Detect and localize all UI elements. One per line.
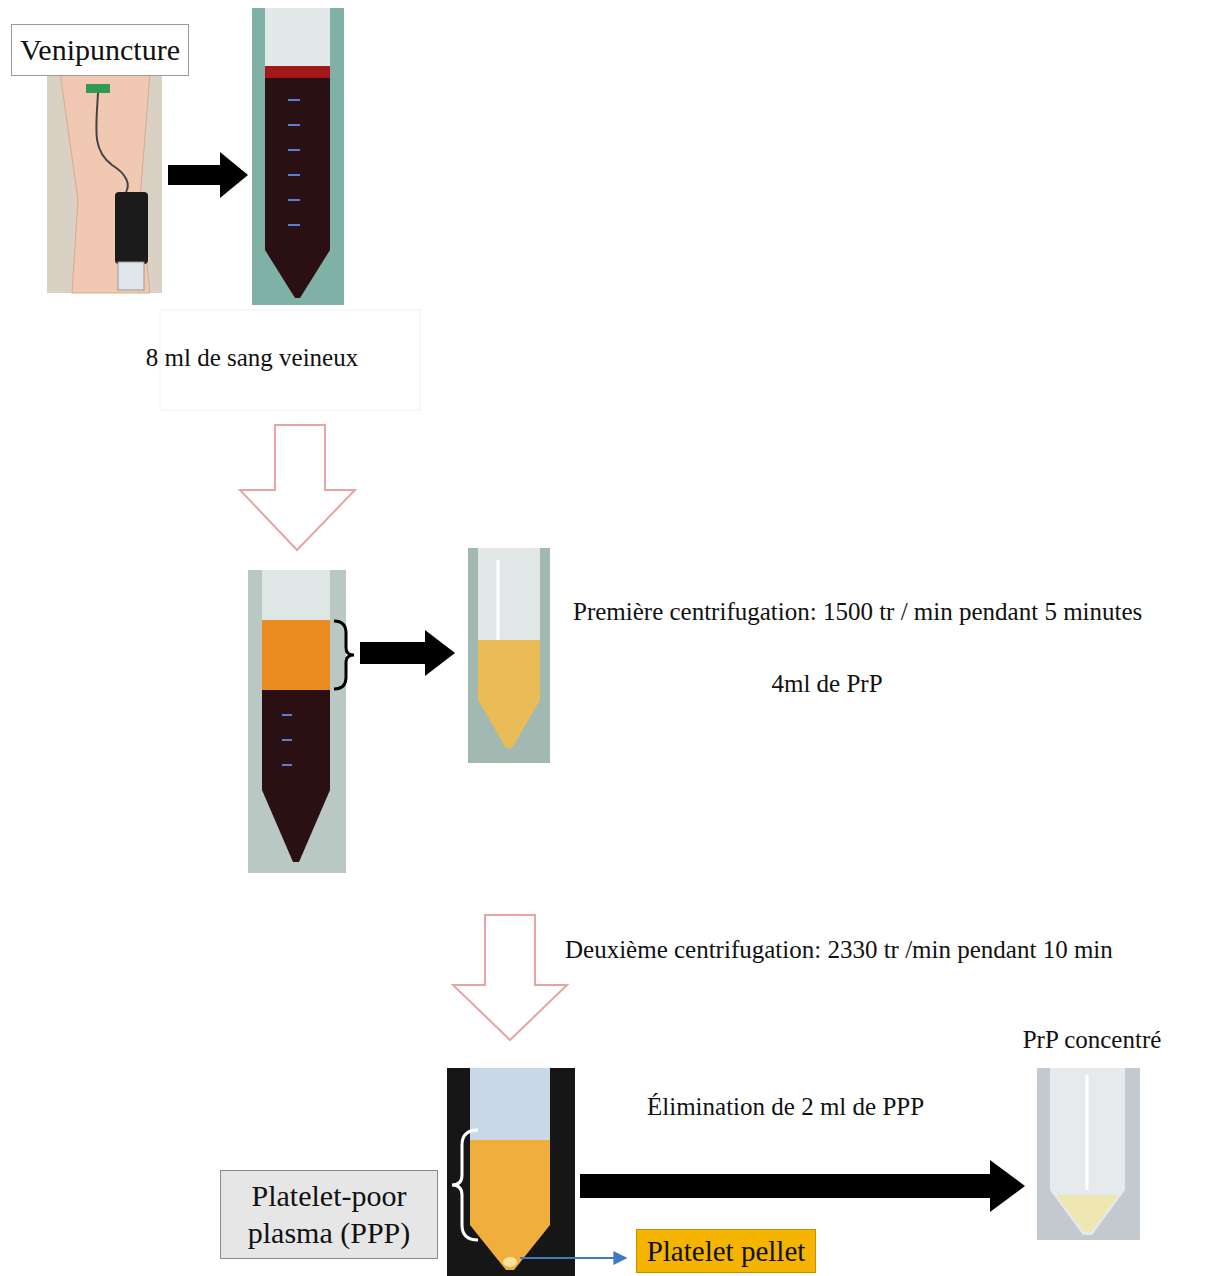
vacutainer	[118, 262, 144, 290]
prp-tube-photo	[468, 548, 550, 763]
graduations	[282, 715, 292, 765]
annotation-text: Élimination de 2 ml de PPP	[647, 1092, 924, 1122]
leader-arrow	[520, 1257, 626, 1259]
annotation-text: 8 ml de sang veineux	[146, 343, 358, 373]
photo-ground	[252, 8, 344, 305]
photo-ground	[468, 548, 550, 763]
step-arrow	[240, 425, 355, 550]
tube-empty	[262, 570, 330, 622]
tube-holder	[115, 192, 148, 264]
annotation-text: PrP concentré	[1023, 1025, 1162, 1055]
pellet	[503, 1257, 517, 1267]
arm	[60, 72, 150, 293]
flow-arrow	[168, 152, 248, 198]
photo-ground	[47, 72, 162, 293]
step-label-box: Venipuncture	[11, 24, 189, 76]
layer-label-box: Platelet-poor plasma (PPP)	[220, 1170, 438, 1259]
node-text: Platelet pellet	[647, 1233, 806, 1269]
flow-arrow	[580, 1160, 1025, 1212]
tubing	[96, 93, 127, 192]
photo-ground	[1037, 1068, 1140, 1240]
annotation-text: 4ml de PrP	[771, 669, 882, 699]
graduations	[288, 100, 300, 225]
blood-tube-photo	[252, 8, 344, 305]
plasma-layer	[262, 620, 330, 690]
ppp-plasma	[470, 1140, 550, 1270]
annotation-text: Deuxième centrifugation: 2330 tr /min pe…	[565, 935, 1113, 965]
step-arrow	[453, 915, 567, 1040]
whole-blood	[265, 78, 330, 298]
pipette	[1086, 1075, 1089, 1190]
brace	[334, 621, 354, 689]
venipuncture-photo	[47, 72, 162, 293]
photo-ground	[447, 1068, 575, 1276]
red-cell-layer	[262, 690, 330, 862]
tube	[1050, 1068, 1125, 1235]
tube-empty	[478, 548, 540, 640]
centrifuged-tube-photo	[248, 570, 346, 873]
concentrated-prp-photo	[1037, 1068, 1140, 1240]
tube-empty	[470, 1068, 550, 1142]
photo-ground	[248, 570, 346, 873]
blood-surface	[265, 66, 330, 78]
tube-cap	[265, 8, 330, 68]
prp-concentrate	[1056, 1195, 1119, 1232]
layer-label-box: Platelet pellet	[636, 1229, 817, 1273]
prp-plasma	[478, 640, 540, 748]
second-spin-tube-photo	[447, 1068, 575, 1276]
brace	[452, 1130, 478, 1240]
flow-arrow	[360, 630, 455, 676]
annotation-text: Première centrifugation: 1500 tr / min p…	[573, 597, 1142, 627]
node-text: Platelet-poor plasma (PPP)	[229, 1177, 429, 1252]
butterfly-needle	[86, 84, 110, 93]
pipette	[497, 560, 500, 640]
node-text: Venipuncture	[20, 31, 180, 69]
